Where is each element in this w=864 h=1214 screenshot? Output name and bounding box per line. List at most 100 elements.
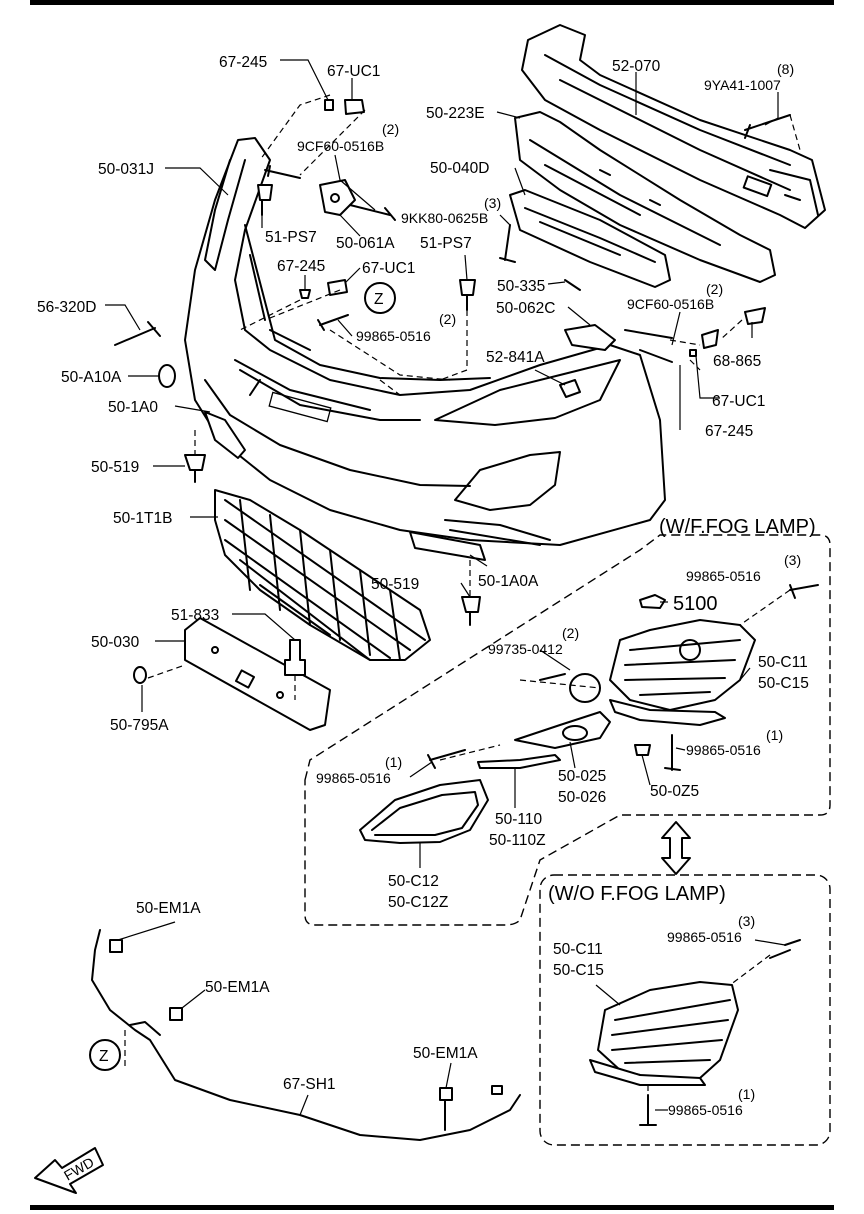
clip-50-519-b xyxy=(461,560,481,626)
label-5100: 5100 xyxy=(673,593,718,615)
label-50-c12: 50-C12 xyxy=(388,873,439,890)
label-50-1t1b: 50-1T1B xyxy=(113,510,172,527)
label-67-uc1-c: 67-UC1 xyxy=(712,393,765,410)
label-50-c15-a: 50-C15 xyxy=(758,675,809,692)
label-50-c12z: 50-C12Z xyxy=(388,894,448,911)
label-50-026: 50-026 xyxy=(558,789,606,806)
bumper-reinforcement-52-070 xyxy=(521,24,826,229)
label-998-f-qty: (1) xyxy=(738,1086,755,1102)
label-50-040d: 50-040D xyxy=(430,160,489,177)
label-67-sh1: 67-SH1 xyxy=(283,1076,336,1093)
harness-67-sh1 xyxy=(89,929,521,1141)
label-51-ps7-b: 51-PS7 xyxy=(420,235,472,252)
view-marker-upper xyxy=(364,282,396,314)
label-99865-0516-d: 99865-0516 xyxy=(316,770,391,786)
label-99865-0516-f: 99865-0516 xyxy=(668,1102,743,1118)
bracket-50-061a xyxy=(319,179,356,216)
label-50-062c: 50-062C xyxy=(496,300,555,317)
clip-50-519-a xyxy=(184,430,206,483)
label-50-061a: 50-061A xyxy=(336,235,395,252)
bracket-52-841a xyxy=(559,379,581,398)
label-50-223e: 50-223E xyxy=(426,105,485,122)
label-998-c-qty: (1) xyxy=(766,727,783,743)
label-50-031j: 50-031J xyxy=(98,161,154,178)
label-67-245-c: 67-245 xyxy=(705,423,753,440)
label-9ya41-1007: 9YA41-1007 xyxy=(704,77,781,93)
label-998-a-qty: (2) xyxy=(439,311,456,327)
license-bracket-50-030 xyxy=(184,617,331,731)
label-50-110: 50-110 xyxy=(495,811,542,828)
fog-bezel-50-025 xyxy=(514,711,611,749)
fog-cover-50-c11-b xyxy=(589,939,801,1126)
lower-bracket-50-1a0a xyxy=(409,531,486,561)
label-67-uc1-b: 67-UC1 xyxy=(362,260,415,277)
assembly-lines-upper xyxy=(239,94,801,396)
label-50-em1a-b: 50-EM1A xyxy=(205,979,270,996)
label-51-ps7-a: 51-PS7 xyxy=(265,229,317,246)
label-with-fog-group: (W/F.FOG LAMP) xyxy=(659,516,816,538)
label-56-320d: 56-320D xyxy=(37,299,96,316)
label-99735-0412: 99735-0412 xyxy=(488,641,563,657)
label-998-e-qty: (3) xyxy=(738,913,755,929)
label-50-c11-a: 50-C11 xyxy=(758,654,808,671)
plug-50-795a xyxy=(133,664,186,684)
front-bumper-fascia-50-031j xyxy=(184,137,666,546)
label-50-795a: 50-795A xyxy=(110,717,169,734)
energy-absorber-50-223e xyxy=(514,111,776,283)
grille-50-1t1b xyxy=(214,489,431,661)
label-67-245-b: 67-245 xyxy=(277,258,325,275)
label-99865-0516-c: 99865-0516 xyxy=(686,742,761,758)
label-50-c11-b: 50-C11 xyxy=(553,941,603,958)
view-marker-lower-label: Z xyxy=(99,1048,108,1065)
label-9cf60-0516b-a: 9CF60-0516B xyxy=(297,138,384,154)
label-9cf60-0516b-b: 9CF60-0516B xyxy=(627,296,714,312)
label-9cf-a-qty: (2) xyxy=(382,121,399,137)
bottom-border xyxy=(30,1205,834,1210)
label-50-519-b: 50-519 xyxy=(371,576,419,593)
label-99865-0516-b: 99865-0516 xyxy=(686,568,761,584)
label-50-em1a-c: 50-EM1A xyxy=(413,1045,478,1062)
lower-bracket-50-1a0 xyxy=(204,411,246,459)
label-51-833: 51-833 xyxy=(171,607,219,624)
upper-seal-50-040d xyxy=(509,189,671,288)
top-border xyxy=(30,0,834,5)
label-67-245-a: 67-245 xyxy=(219,54,267,71)
label-67-uc1-a: 67-UC1 xyxy=(327,63,380,80)
label-50-025: 50-025 xyxy=(558,768,606,785)
label-9kk80-0625b: 9KK80-0625B xyxy=(401,210,488,226)
label-50-1a0a: 50-1A0A xyxy=(478,573,539,590)
part-labels: 67-245 67-UC1 52-070 (8) 9YA41-1007 50-2… xyxy=(37,54,816,1118)
label-998-d-qty: (1) xyxy=(385,754,402,770)
label-50-c15-b: 50-C15 xyxy=(553,962,604,979)
label-9kk-qty: (3) xyxy=(484,195,501,211)
label-52-070: 52-070 xyxy=(612,58,661,75)
view-marker-upper-label: Z xyxy=(374,291,383,308)
alternate-arrow xyxy=(661,821,691,875)
fog-lamp-group-frame xyxy=(304,534,831,926)
label-50-em1a-a: 50-EM1A xyxy=(136,900,201,917)
label-without-fog-group: (W/O F.FOG LAMP) xyxy=(548,883,726,905)
no-fog-group-frame xyxy=(539,874,831,1146)
label-998-b-qty: (3) xyxy=(784,552,801,568)
fog-moulding-50-110 xyxy=(477,754,561,769)
fog-trim-50-c12 xyxy=(359,779,489,844)
label-50-a10a: 50-A10A xyxy=(61,369,122,386)
label-9cf-b-qty: (2) xyxy=(706,281,723,297)
label-68-865: 68-865 xyxy=(713,353,761,370)
label-997-qty: (2) xyxy=(562,625,579,641)
label-50-0z5: 50-0Z5 xyxy=(650,783,699,800)
leader-lines xyxy=(105,59,786,1116)
label-50-335: 50-335 xyxy=(497,278,545,295)
label-50-519-a: 50-519 xyxy=(91,459,139,476)
label-99865-0516-e: 99865-0516 xyxy=(667,929,742,945)
fog-screws xyxy=(427,584,819,771)
stud-51-833 xyxy=(284,639,306,700)
label-99865-0516-a: 99865-0516 xyxy=(356,328,431,344)
label-50-110z: 50-110Z xyxy=(489,832,546,849)
label-52-841a: 52-841A xyxy=(486,349,545,366)
label-9ya-qty: (8) xyxy=(777,61,794,77)
fog-lamp-50-c11-a xyxy=(609,619,756,726)
label-50-1a0: 50-1A0 xyxy=(108,399,158,416)
label-50-030: 50-030 xyxy=(91,634,140,651)
